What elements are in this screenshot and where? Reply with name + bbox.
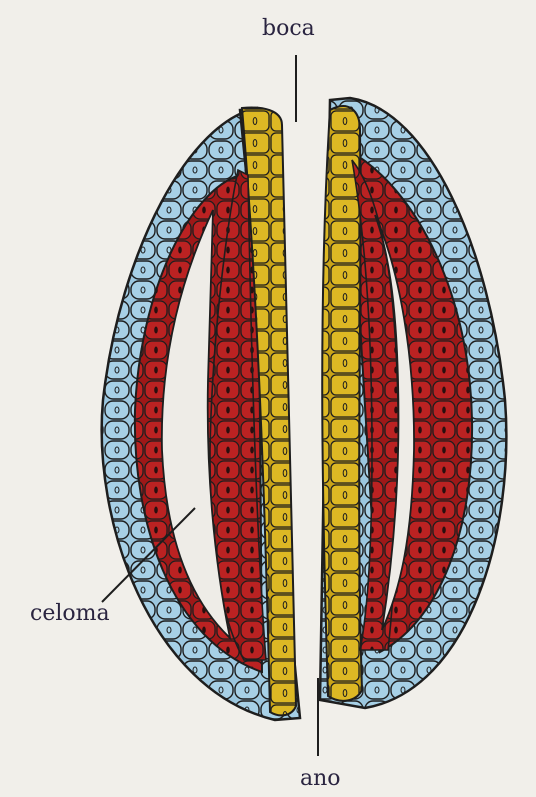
label-celoma: celoma — [30, 601, 110, 626]
right-endoderm-layer — [322, 106, 362, 701]
left-half-embryo — [102, 108, 300, 720]
label-ano: ano — [300, 766, 341, 791]
label-boca: boca — [262, 16, 315, 41]
right-half-embryo — [320, 98, 506, 708]
